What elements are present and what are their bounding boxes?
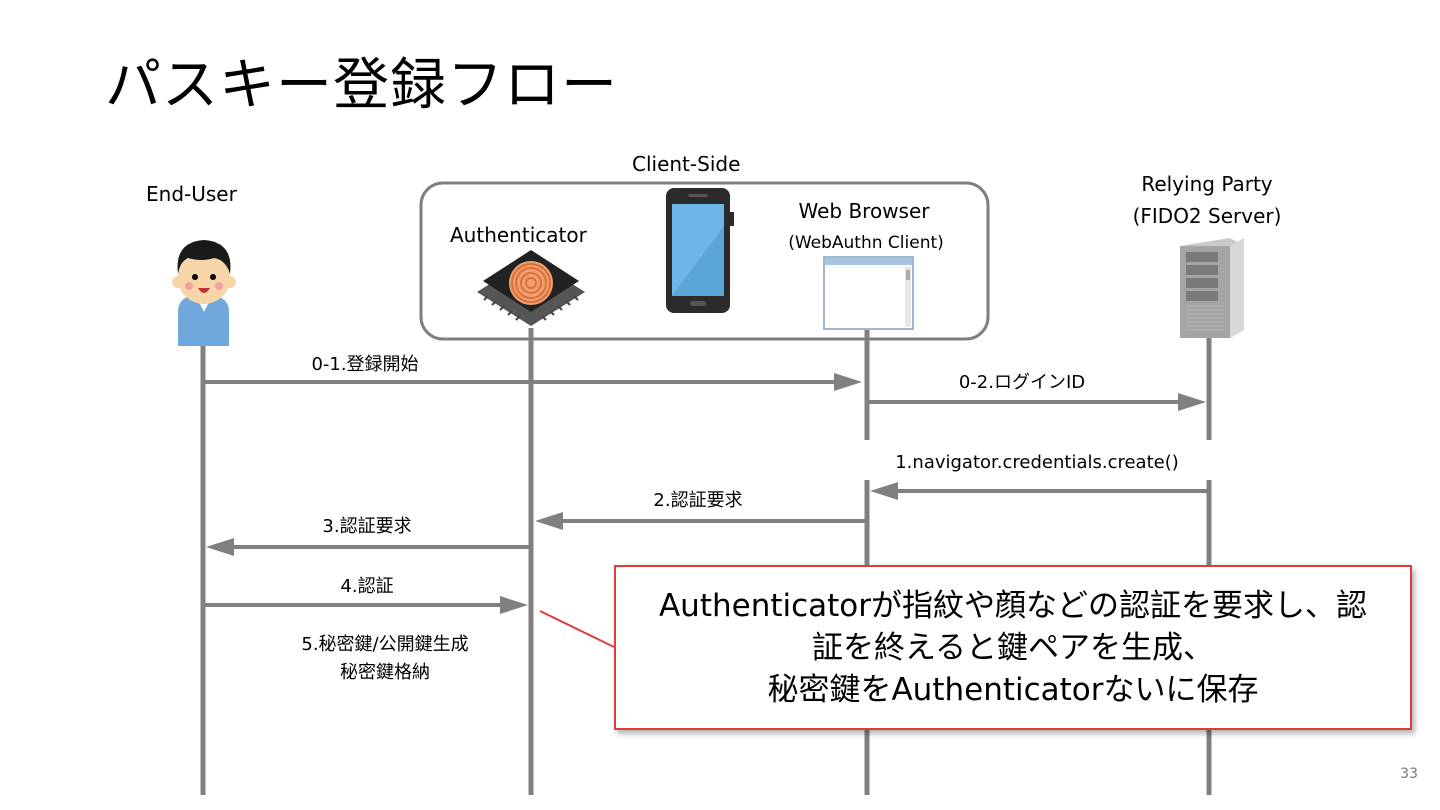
fingerprint-chip-icon [477, 250, 585, 326]
message-0-1: 0-1.登録開始 [311, 354, 419, 375]
callout-line-2: 証を終えると鍵ペアを生成、 [811, 629, 1215, 666]
arrow-2 [535, 512, 865, 530]
arrow-1 [870, 482, 1207, 500]
label-end-user: End-User [146, 182, 237, 206]
message-0-2: 0-2.ログインID [958, 372, 1086, 393]
client-side-box [419, 181, 990, 341]
arrow-3 [206, 538, 529, 556]
message-1: 1.navigator.credentials.create() [895, 452, 1179, 473]
callout-line-1: Authenticatorが指紋や顔などの認証を要求し、認 [658, 587, 1368, 624]
arrow-0-1 [205, 373, 862, 391]
arrow-0-2 [869, 393, 1206, 411]
server-icon [1180, 238, 1244, 338]
label-relying-party: Relying Party [1141, 172, 1273, 196]
message-2: 2.認証要求 [653, 490, 743, 511]
smartphone-icon [666, 188, 734, 313]
callout-box: Authenticatorが指紋や顔などの認証を要求し、認 証を終えると鍵ペアを… [614, 565, 1412, 730]
message-4: 4.認証 [340, 576, 394, 597]
message-5-line1: 5.秘密鍵/公開鍵生成 [301, 634, 469, 655]
label-fido2-server: (FIDO2 Server) [1132, 204, 1282, 228]
callout-pointer [539, 610, 615, 648]
browser-window-icon [823, 256, 914, 330]
label-webauthn-client: (WebAuthn Client) [788, 233, 944, 253]
message-5-line2: 秘密鍵格納 [340, 662, 430, 683]
page-number: 33 [1400, 766, 1418, 782]
message-3: 3.認証要求 [322, 516, 412, 537]
label-web-browser: Web Browser [798, 199, 930, 223]
slide-title: パスキー登録フロー [105, 53, 618, 118]
label-client-side: Client-Side [632, 152, 741, 176]
callout-line-3: 秘密鍵をAuthenticatorないに保存 [767, 671, 1259, 708]
arrow-4 [205, 596, 528, 614]
user-avatar-icon [172, 240, 236, 346]
label-authenticator: Authenticator [450, 223, 587, 247]
